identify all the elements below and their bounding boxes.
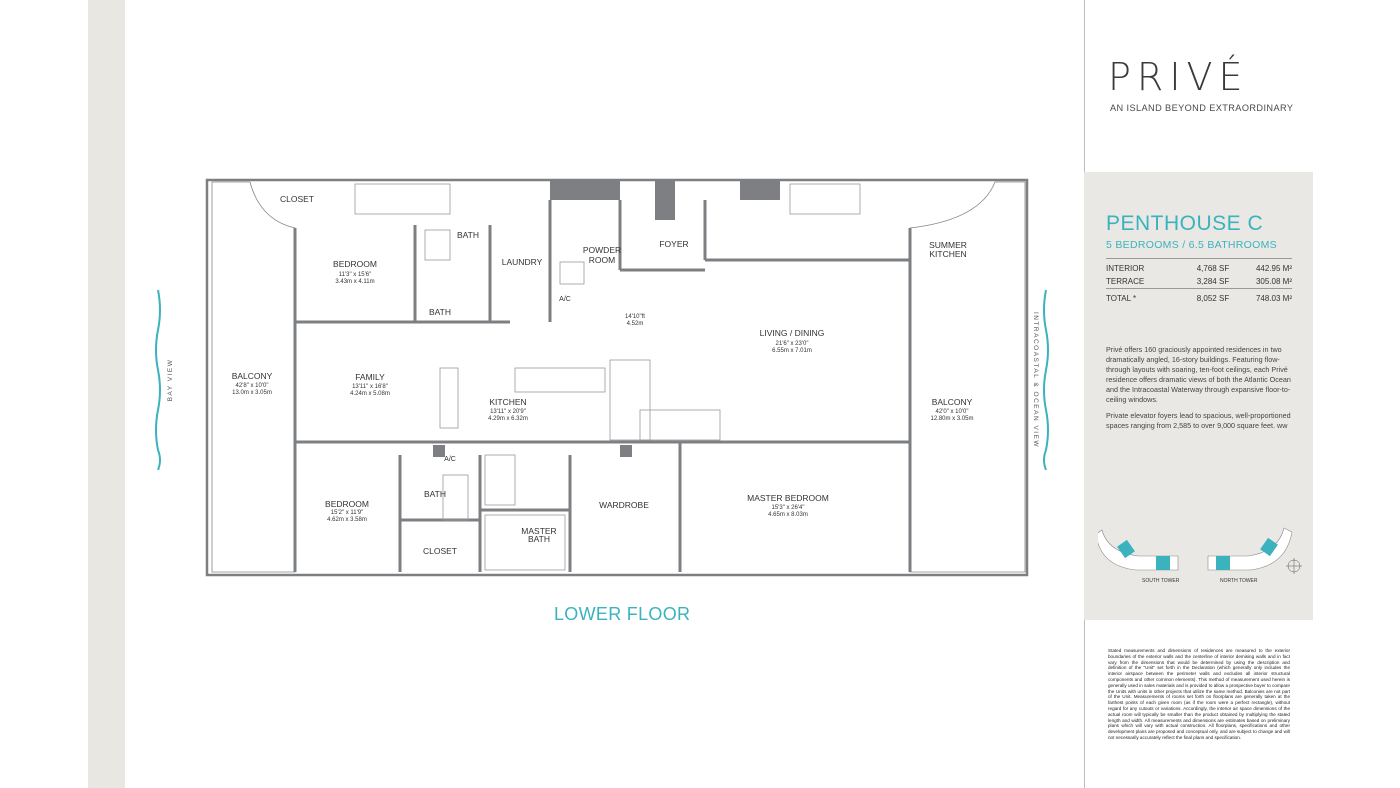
area-row: INTERIOR 4,768 SF 442.95 M² [1106,258,1292,275]
area-sf: 3,284 SF [1196,277,1230,286]
balcony-right-metric: 12.80m x 3.05m [930,416,973,422]
interior-walls [293,200,912,572]
kitchen-island [439,367,606,429]
balcony-left-label: BALCONY [232,371,273,381]
foyer-label: FOYER [659,239,688,249]
living-dining-label: LIVING / DINING [760,328,825,338]
north-tower-label: NORTH TOWER [1220,578,1258,584]
wardrobe-label: WARDROBE [599,500,649,510]
laundry-label: LAUNDRY [502,257,543,267]
ocean-view-marker: INTRACOASTAL & OCEAN VIEW [1032,290,1049,470]
balcony-left-dim: 42'8" x 10'0" [236,383,269,389]
kitchen-metric: 4.29m x 6.32m [488,416,528,422]
summer-kitchen-label: KITCHEN [929,249,966,259]
bedroom-2-metric: 4.62m x 3.58m [327,517,367,523]
area-table: INTERIOR 4,768 SF 442.95 M² TERRACE 3,28… [1106,258,1292,305]
master-bath-label: BATH [528,534,550,544]
bedroom-1-dim: 11'3" x 15'6" [339,272,371,278]
summer-kitchen-label: SUMMER [929,240,967,250]
master-metric: 4.65m x 8.03m [768,512,808,518]
floor-plan: CLOSET BATH LAUNDRY POWDER ROOM FOYER SU… [205,178,1029,577]
compass-icon [1286,558,1302,574]
family-label: FAMILY [355,372,385,382]
balcony-right-area [909,181,1026,573]
unit-subtitle: 5 BEDROOMS / 6.5 BATHROOMS [1106,239,1277,251]
ceiling-height-m: 4.52m [627,321,644,327]
total-label: TOTAL * [1106,288,1173,305]
total-sf: 8,052 SF [1172,288,1230,305]
legal-disclaimer: Stated measurements and dimensions of re… [1108,648,1290,740]
closet-low-label: CLOSET [423,546,457,556]
room-labels: CLOSET BATH LAUNDRY POWDER ROOM FOYER SU… [232,194,974,556]
floor-label: LOWER FLOOR [554,604,691,624]
bedroom-2-dim: 15'2" x 11'9" [331,510,363,516]
bedroom-2-label: BEDROOM [325,499,369,509]
ocean-view-label: INTRACOASTAL & OCEAN VIEW [1032,312,1039,448]
ac-1-label: A/C [559,296,571,303]
bath-mid-label: BATH [429,307,451,317]
bay-view-marker: BAY VIEW [155,290,174,470]
closet-top-label: CLOSET [280,194,314,204]
south-tower-key: SOUTH TOWER [1098,529,1180,584]
master-dim: 15'3" x 26'4" [772,505,805,511]
fixtures [424,229,585,571]
area-sqm: 305.08 M² [1255,277,1292,286]
balcony-right-dim: 42'0" x 10'0" [936,409,969,415]
area-label: TERRACE [1106,277,1145,286]
family-dim: 13'11" x 16'8" [352,384,388,390]
powder-room-label: POWDER [583,245,621,255]
total-sqm: 748.03 M² [1229,288,1292,305]
bath-top-label: BATH [457,230,479,240]
balcony-left-metric: 13.0m x 3.05m [232,390,272,396]
powder-room-label: ROOM [589,255,615,265]
family-metric: 4.24m x 5.08m [350,391,390,397]
area-total-row: TOTAL * 8,052 SF 748.03 M² [1106,288,1292,305]
bedroom-1-label: BEDROOM [333,259,377,269]
north-tower-key: NORTH TOWER [1207,527,1293,584]
ceiling-height-ft: 14'10"ft [625,314,645,320]
brand-logo: PRIVÉ [1108,55,1249,99]
area-label: INTERIOR [1106,258,1173,275]
kitchen-dim: 13'11" x 20'9" [490,409,526,415]
balcony-right-label: BALCONY [932,397,973,407]
description-paragraph: Privé offers 160 graciously appointed re… [1106,345,1291,404]
living-dim: 21'6" x 23'0" [776,341,809,347]
ac-2-label: A/C [444,456,456,463]
brand-tagline: AN ISLAND BEYOND EXTRAORDINARY [1110,103,1294,113]
wall-blocks [433,180,780,457]
bay-view-label: BAY VIEW [167,359,174,402]
area-sf: 4,768 SF [1172,258,1230,275]
south-tower-label: SOUTH TOWER [1142,578,1180,584]
description-paragraph: Private elevator foyers lead to spacious… [1106,411,1291,430]
stairs [354,183,861,441]
bath-low-label: BATH [424,489,446,499]
area-row: TERRACE 3,284 SF 305.08 M² [1106,275,1292,289]
bedroom-1-metric: 3.43m x 4.11m [335,279,374,285]
left-margin-bar [88,0,125,788]
unit-description: Privé offers 160 graciously appointed re… [1106,345,1294,437]
key-plan: SOUTH TOWER NORTH TOWER [1098,527,1302,584]
unit-spec-panel: PENTHOUSE C 5 BEDROOMS / 6.5 BATHROOMS I… [1084,172,1313,620]
master-bedroom-label: MASTER BEDROOM [747,493,829,503]
living-metric: 6.55m x 7.01m [772,348,812,354]
master-bath-label: MASTER [521,526,556,536]
area-sqm: 442.95 M² [1229,258,1292,275]
kitchen-label: KITCHEN [489,397,526,407]
unit-title: PENTHOUSE C [1106,212,1264,235]
